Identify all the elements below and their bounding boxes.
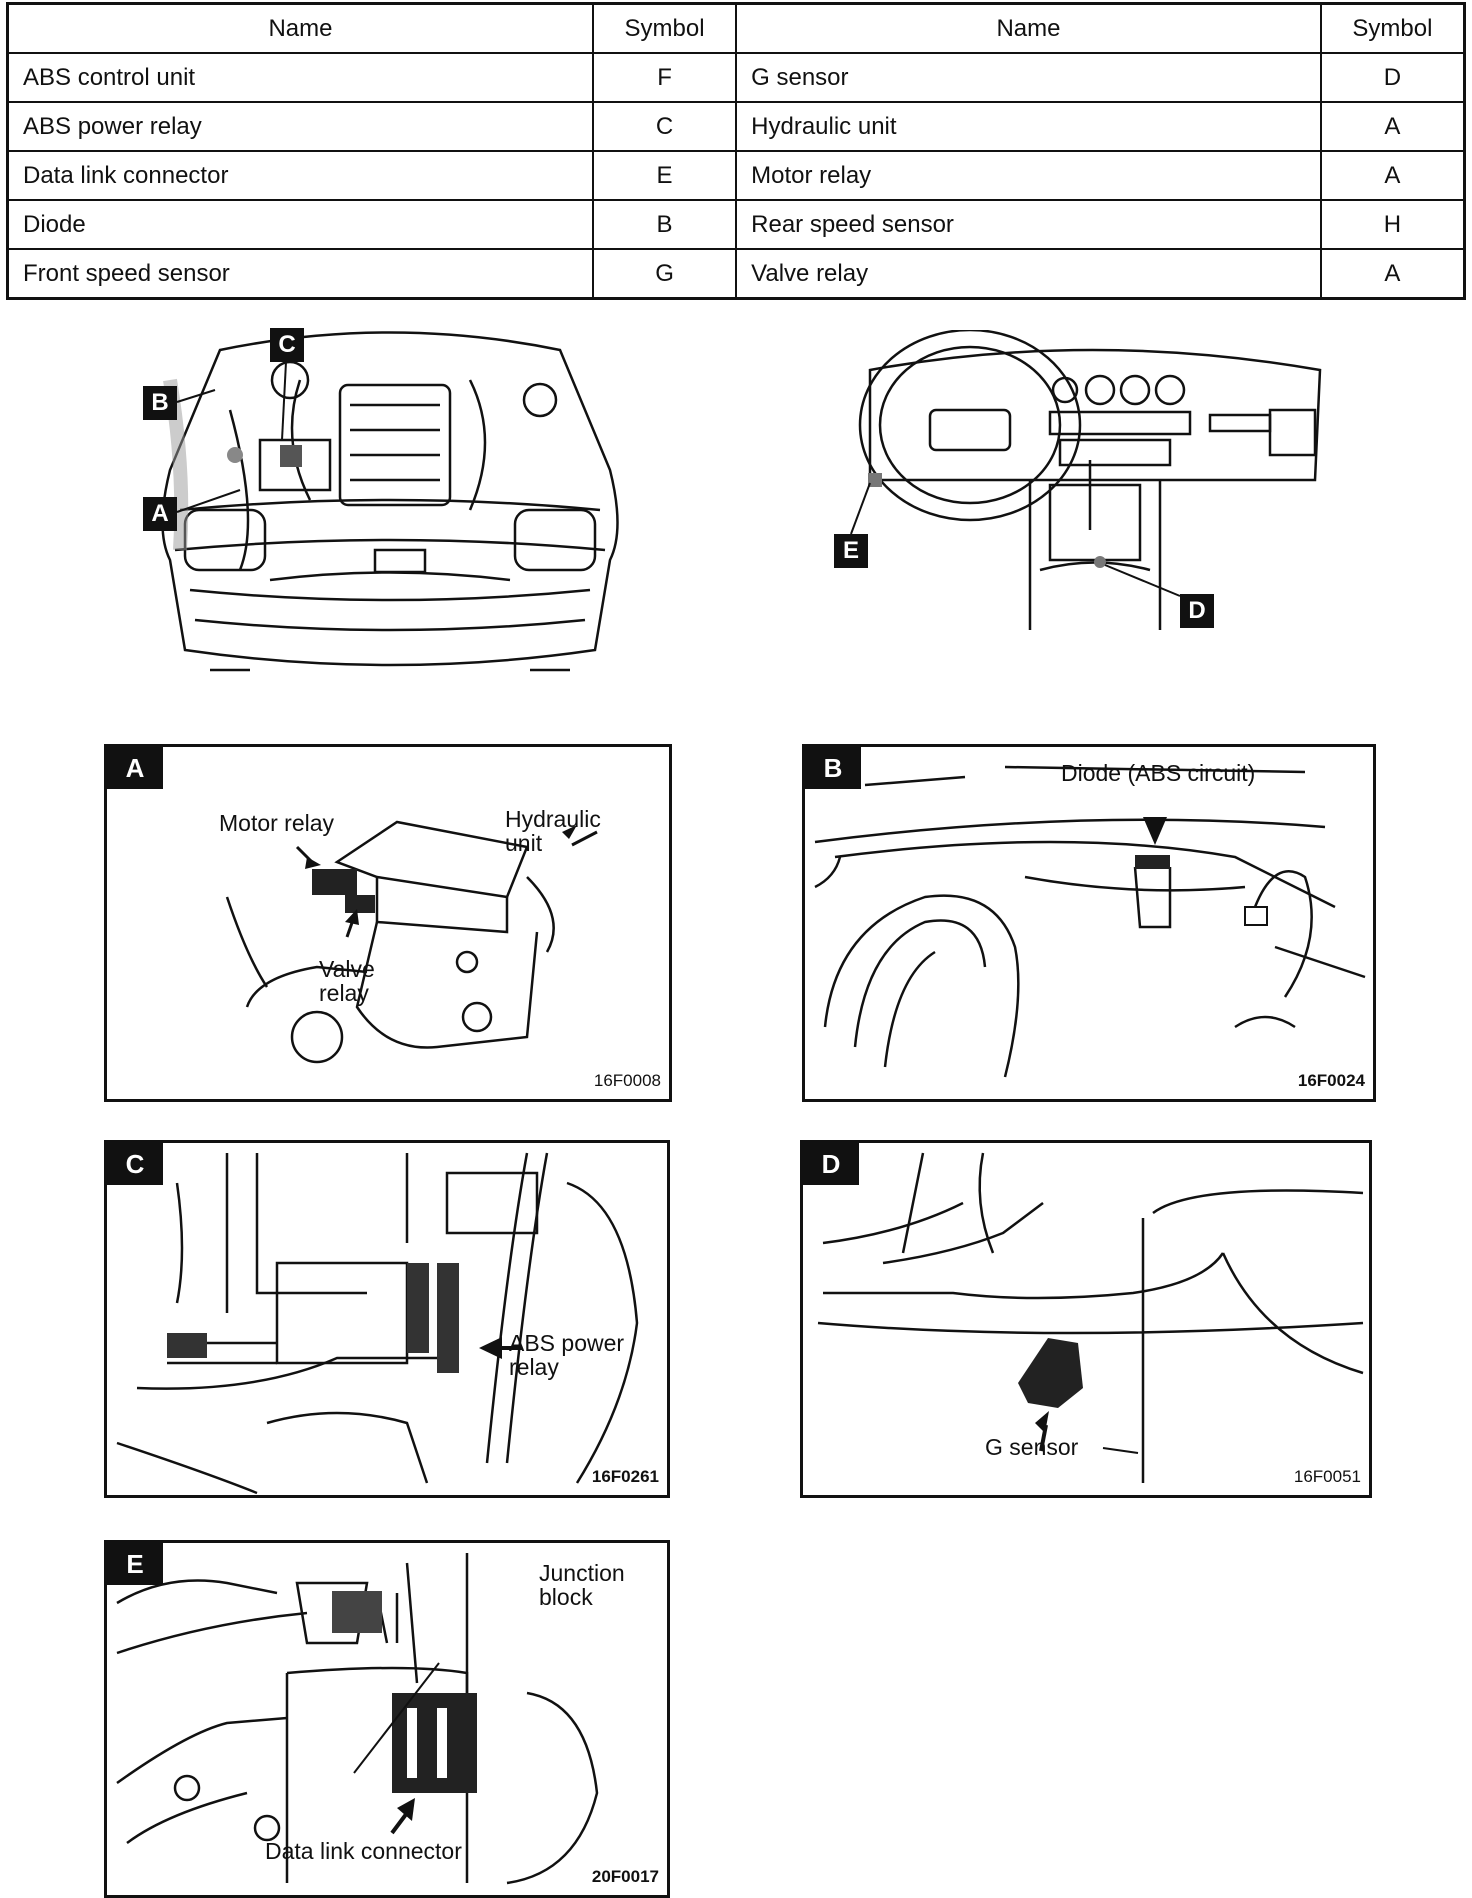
cell-symbol: C — [591, 101, 738, 152]
cell-name: ABS control unit — [6, 52, 594, 103]
label-abs-power-line2: relay — [509, 1354, 559, 1380]
detail-panel-c: C ABS power relay 16F0261 — [104, 1140, 670, 1498]
engine-tag-b: B — [143, 386, 177, 420]
cell-symbol: F — [591, 52, 738, 103]
label-hydraulic-line2: unit — [505, 830, 543, 856]
column-header-symbol: Symbol — [591, 2, 738, 54]
panel-c-tag: C — [107, 1143, 163, 1185]
cell-symbol: A — [1319, 248, 1466, 300]
label-junction-line2: block — [539, 1584, 593, 1610]
table-row: Data link connector E Motor relay A — [6, 150, 1466, 201]
detail-panel-d: D G sensor 16F0051 — [800, 1140, 1372, 1498]
label-data-link-connector: Data link connector — [265, 1838, 462, 1864]
figure-code-d: 16F0051 — [1293, 1467, 1361, 1486]
cell-symbol: A — [1319, 150, 1466, 201]
label-valve-line2: relay — [319, 980, 369, 1006]
label-abs-power-line1: ABS power — [509, 1330, 625, 1356]
label-motor-relay: Motor relay — [219, 810, 335, 836]
column-header-name-2: Name — [735, 2, 1322, 54]
cell-symbol: A — [1319, 101, 1466, 152]
column-header-name: Name — [6, 2, 594, 54]
detail-panel-a: A Motor relay Hydraulic unit — [104, 744, 672, 1102]
cell-symbol: G — [591, 248, 738, 300]
label-junction-line1: Junction — [539, 1560, 625, 1586]
label-diode: Diode (ABS circuit) — [1061, 760, 1256, 786]
figure-code-e: 20F0017 — [591, 1867, 659, 1886]
table-row: Front speed sensor G Valve relay A — [6, 248, 1466, 300]
table-header-row: Name Symbol Name Symbol — [6, 2, 1466, 54]
component-location-table: Name Symbol Name Symbol ABS control unit… — [6, 2, 1466, 300]
figure-code-a: 16F0008 — [593, 1071, 661, 1090]
abs-power-relay-drawing — [116, 1152, 639, 1495]
cell-name: Rear speed sensor — [735, 199, 1322, 250]
data-link-connector-drawing — [116, 1553, 599, 1885]
panel-e-tag: E — [107, 1543, 163, 1585]
cell-name: ABS power relay — [6, 101, 594, 152]
panel-d-tag: D — [803, 1143, 859, 1185]
engine-bay-drawing — [161, 331, 619, 672]
cell-name: Hydraulic unit — [735, 101, 1322, 152]
engine-leader-lines — [176, 361, 287, 513]
cell-symbol: D — [1319, 52, 1466, 103]
panel-a-tag: A — [107, 747, 163, 789]
table-row: Diode B Rear speed sensor H — [6, 199, 1466, 250]
label-hydraulic-line1: Hydraulic — [505, 806, 601, 832]
cell-symbol: B — [591, 199, 738, 250]
cell-symbol: H — [1319, 199, 1466, 250]
dash-tag-d: D — [1180, 594, 1214, 628]
cell-name: Front speed sensor — [6, 248, 594, 300]
table-row: ABS control unit F G sensor D — [6, 52, 1466, 103]
figure-code-c: 16F0261 — [591, 1467, 659, 1486]
cell-name: Diode — [6, 199, 594, 250]
dashboard-illustration — [850, 328, 1340, 640]
engine-bay-illustration — [140, 320, 640, 700]
detail-panel-b: B Diode (ABS circuit) 16F0024 — [802, 744, 1376, 1102]
cell-name: G sensor — [735, 52, 1322, 103]
dash-leader-lines — [850, 482, 1181, 597]
label-valve-line1: Valve — [319, 956, 375, 982]
panel-b-tag: B — [805, 747, 861, 789]
cell-symbol: E — [591, 150, 738, 201]
cell-name: Data link connector — [6, 150, 594, 201]
hydraulic-unit-drawing — [225, 820, 598, 1064]
engine-tag-a: A — [143, 497, 177, 531]
diode-location-drawing — [814, 765, 1366, 1078]
dashboard-drawing — [858, 328, 1322, 630]
cell-name: Valve relay — [735, 248, 1322, 300]
detail-panel-e: E Junction block Data link connector 20F… — [104, 1540, 670, 1898]
figure-code-b: 16F0024 — [1297, 1071, 1365, 1090]
label-g-sensor: G sensor — [985, 1434, 1079, 1460]
table-row: ABS power relay C Hydraulic unit A — [6, 101, 1466, 152]
engine-tag-c: C — [270, 328, 304, 362]
cell-name: Motor relay — [735, 150, 1322, 201]
column-header-symbol-2: Symbol — [1319, 2, 1466, 54]
dash-tag-e: E — [834, 534, 868, 568]
g-sensor-drawing — [817, 1152, 1364, 1483]
